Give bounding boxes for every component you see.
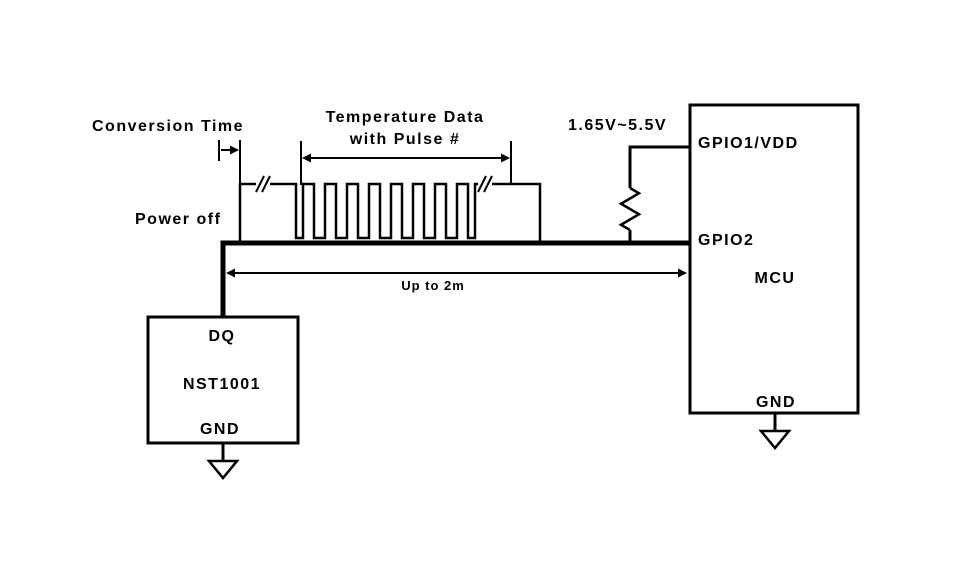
break-mark-2 <box>477 175 493 193</box>
mcu-pin-gpio1-vdd: GPIO1/VDD <box>698 135 799 152</box>
right-arrowhead-icon <box>230 145 239 155</box>
up-to-2m-label: Up to 2m <box>401 278 465 293</box>
distance-arrow <box>226 268 687 278</box>
temperature-data-arrow <box>300 141 512 185</box>
break-gap <box>256 175 270 193</box>
break-slashes <box>477 175 493 193</box>
mcu-ground-symbol <box>758 413 792 450</box>
break-slashes <box>255 175 271 193</box>
mcu-pin-gpio2: GPIO2 <box>698 232 754 249</box>
right-arrowhead-icon <box>501 153 510 163</box>
break-gap <box>478 175 492 193</box>
waveform <box>238 182 542 243</box>
temperature-data-label-line2: with Pulse # <box>349 131 460 148</box>
power-off-label: Power off <box>135 211 221 228</box>
ground-triangle-icon <box>758 429 792 450</box>
dq-bus-wire <box>220 240 690 317</box>
sensor-name-label: NST1001 <box>183 376 261 393</box>
sensor-pin-dq: DQ <box>209 328 236 345</box>
resistor <box>618 186 642 232</box>
conversion-time-marker <box>218 140 241 184</box>
vdd-wire <box>628 145 690 243</box>
temperature-data-label-line1: Temperature Data <box>326 109 485 126</box>
left-arrowhead-icon <box>302 153 311 163</box>
break-mark-1 <box>255 175 271 193</box>
mcu-pin-gnd: GND <box>756 394 796 411</box>
left-arrowhead-icon <box>226 268 235 278</box>
sensor-pin-gnd: GND <box>200 421 240 438</box>
conversion-time-label: Conversion Time <box>92 118 244 135</box>
voltage-range-label: 1.65V~5.5V <box>568 117 667 134</box>
mcu-name-label: MCU <box>755 270 796 287</box>
right-arrowhead-icon <box>678 268 687 278</box>
ground-triangle-icon <box>206 459 240 480</box>
sensor-ground-symbol <box>206 443 240 480</box>
